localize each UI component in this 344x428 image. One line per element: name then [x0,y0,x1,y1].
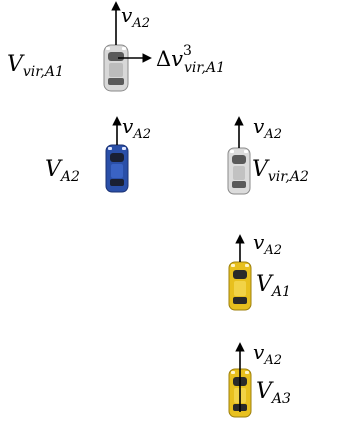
velocity-label-a2: vA2 [122,114,151,142]
car-vir-a1 [103,44,129,92]
velocity-label-a3: vA2 [253,340,282,368]
velocity-label-a1: vA2 [253,230,282,258]
car-label-vir-a2: Vvir,A2 [252,157,309,185]
velocity-label-vir-a1: vA2 [121,3,150,31]
car-a1 [228,261,252,311]
car-a2 [105,144,129,193]
velocity-label-vir-a2: vA2 [253,114,282,142]
car-label-a1: VA1 [256,272,291,300]
car-label-vir-a1: Vvir,A1 [7,52,64,80]
car-label-a2: VA2 [45,157,80,185]
car-label-a3: VA3 [256,379,291,407]
car-vir-a2 [227,147,251,195]
